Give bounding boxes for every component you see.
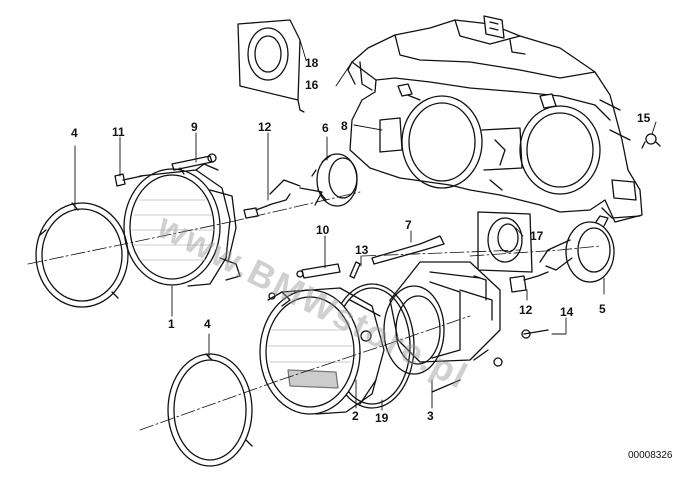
callout-4-lower: 4 xyxy=(204,317,211,331)
high-beam-headlight-part-1 xyxy=(123,163,241,287)
bulb-part-12-upper xyxy=(243,179,301,219)
adjusting-rod-part-7 xyxy=(371,235,445,265)
callout-6: 6 xyxy=(322,121,329,135)
diagram-number: 00008326 xyxy=(628,450,673,461)
callout-5: 5 xyxy=(599,302,606,316)
adjuster-part-10 xyxy=(296,263,341,279)
callout-19: 19 xyxy=(375,411,389,425)
low-beam-headlight-part-2 xyxy=(259,287,385,415)
retaining-ring-upper-part-4 xyxy=(35,202,129,308)
bulb-part-12-lower xyxy=(509,271,549,293)
screw-part-15 xyxy=(641,133,661,149)
callout-8: 8 xyxy=(341,119,348,133)
adjuster-part-9 xyxy=(171,153,217,175)
callout-12-upper: 12 xyxy=(258,120,272,134)
callout-2: 2 xyxy=(352,409,359,423)
callout-7: 7 xyxy=(405,218,412,232)
headlight-housing xyxy=(347,15,643,223)
callout-15: 15 xyxy=(637,111,651,125)
bulb-socket-part-17 xyxy=(477,211,533,273)
callout-1: 1 xyxy=(168,317,175,331)
callout-18: 18 xyxy=(305,56,319,70)
callout-13: 13 xyxy=(355,243,369,257)
axis-lines xyxy=(27,191,601,431)
callout-12-lower: 12 xyxy=(519,303,533,317)
callout-9: 9 xyxy=(191,120,198,134)
gasket-part-18 xyxy=(237,19,305,113)
retaining-ring-lower-part-4 xyxy=(167,353,253,467)
callout-3: 3 xyxy=(427,409,434,423)
bulb-socket-part-6 xyxy=(299,153,358,207)
callout-11: 11 xyxy=(112,125,125,139)
callout-17: 17 xyxy=(530,229,544,243)
callout-16: 16 xyxy=(305,78,319,92)
bulb-socket-part-5 xyxy=(539,215,615,283)
callout-4-upper: 4 xyxy=(71,126,78,140)
pin-part-13 xyxy=(349,261,361,279)
callout-14: 14 xyxy=(560,305,574,319)
adjusting-screw-part-11 xyxy=(114,173,143,187)
low-beam-reflector-part-3 xyxy=(383,261,503,393)
leader-lines xyxy=(74,39,657,411)
callout-10: 10 xyxy=(316,223,330,237)
screw-part-14 xyxy=(521,329,549,339)
